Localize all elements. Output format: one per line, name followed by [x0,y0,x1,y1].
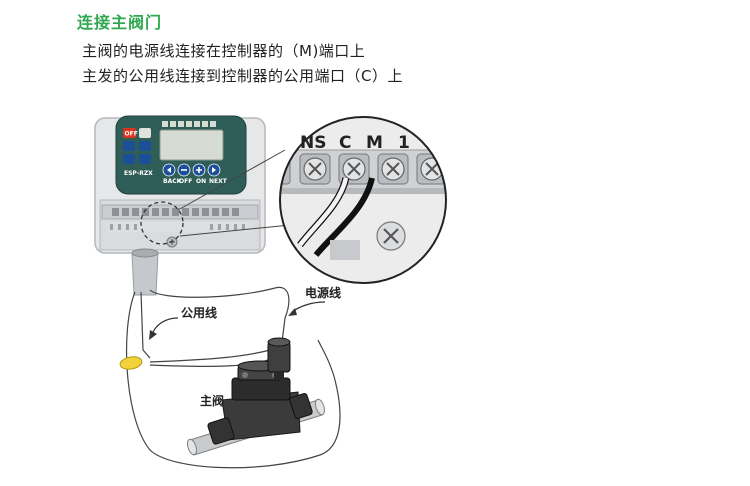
function-button[interactable] [139,154,151,164]
page-title: 连接主阀门 [77,13,163,32]
back-arrow-icon [167,167,171,173]
conduit-pipe [131,252,159,296]
function-button[interactable] [139,141,151,151]
off-caption: OFF [179,178,192,185]
power-wire [149,286,290,343]
common-wire-arrow-icon [151,317,179,336]
controller-panel: OFF ESP-RZX BACK OFF ON N [115,115,247,195]
power-wire-label: 电源线 [305,285,341,300]
instruction-line-2: 主发的公用线连接到控制器的公用端口（C）上 [82,67,403,85]
master-valve [186,337,326,456]
on-caption: ON [196,178,206,185]
common-wire [140,291,151,359]
wire-nut-icon [119,356,143,370]
function-button[interactable] [139,128,151,138]
plus-icon [196,167,202,173]
common-wire-label: 公用线 [181,305,217,320]
back-caption: BACK [163,178,182,185]
function-button[interactable] [123,154,135,164]
instruction-line-1: 主阀的电源线连接在控制器的（M)端口上 [82,42,366,60]
power-wire-zoom [313,177,375,257]
next-caption: NEXT [209,178,228,185]
off-button[interactable] [123,128,136,138]
mode-icons [162,121,216,127]
terminal-label-m: M [366,133,383,153]
terminal-label-ns: NS [300,133,326,153]
model-label: ESP-RZX [124,170,153,177]
terminal-label-c: C [339,133,351,153]
master-valve-label: 主阀 [200,393,224,408]
next-arrow-icon [212,167,216,173]
lcd-screen [159,129,224,161]
terminal-label-1: 1 [398,133,410,153]
terminal-zoom-view: NS C M 1 [279,116,447,284]
power-wire-arrow-icon [291,301,326,313]
function-button[interactable] [123,141,135,151]
zoom-highlight-circle [140,201,184,245]
minus-icon [181,169,187,171]
off-button-label: OFF [125,131,138,138]
controller-unit: OFF ESP-RZX BACK OFF ON N [94,115,291,296]
